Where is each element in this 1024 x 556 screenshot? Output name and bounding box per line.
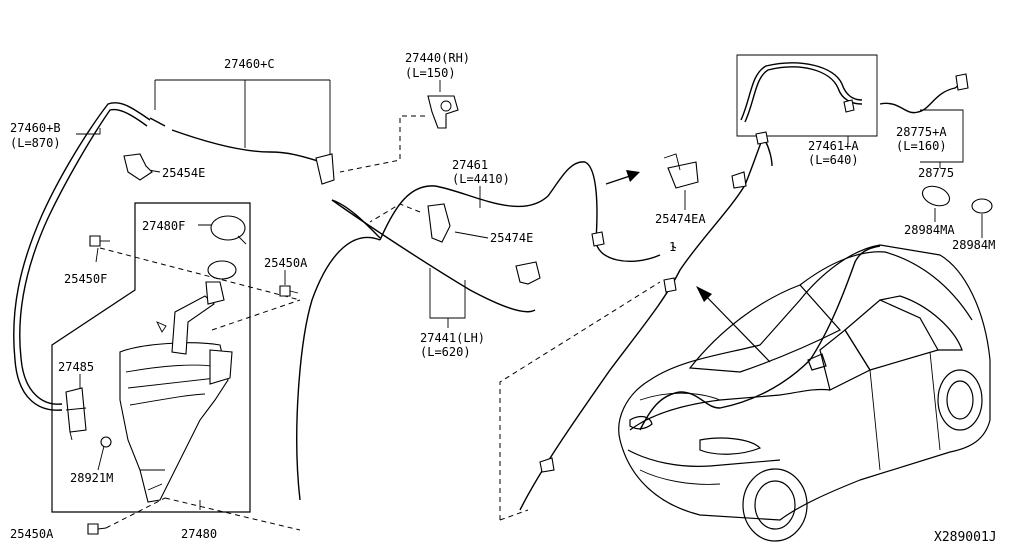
label-27441-length: (L=620) (420, 345, 471, 359)
label-27460b-length: (L=870) (10, 136, 61, 150)
filler-cap (210, 215, 247, 245)
label-28775a: 28775+A (896, 125, 947, 139)
label-27460c: 27460+C (224, 57, 275, 71)
label-28921m: 28921M (70, 471, 114, 485)
tank-group-box (51, 202, 251, 513)
washer-hoses (13, 62, 964, 511)
hose-clip-25474ea (663, 153, 699, 189)
label-25450a-top: 25450A (264, 256, 308, 270)
callout-1: 1 (669, 240, 677, 254)
grommet (100, 436, 112, 448)
leader-lines (76, 54, 983, 510)
label-27485: 27485 (58, 360, 95, 374)
dashed-guides (99, 115, 677, 531)
diagram-id: X289001J (934, 530, 997, 545)
label-25450a-bottom: 25450A (10, 527, 54, 541)
label-25450f: 25450F (64, 272, 108, 286)
hose-clip-25474e (427, 203, 451, 243)
label-27441: 27441(LH) (420, 331, 486, 345)
bolts (87, 235, 299, 535)
nozzle-lh (515, 261, 541, 285)
label-25474ea: 25474EA (655, 212, 706, 226)
nozzle-rh (427, 95, 459, 129)
label-28984ma: 28984MA (904, 223, 955, 237)
washer-pump (65, 387, 87, 441)
label-27480f: 27480F (142, 219, 186, 233)
label-27461: 27461 (452, 158, 489, 172)
strainer-cap (207, 260, 237, 280)
label-25454e: 25454E (162, 166, 206, 180)
label-25474e: 25474E (490, 231, 534, 245)
label-27461a-length: (L=640) (808, 153, 859, 167)
label-27440: 27440(RH) (405, 51, 471, 65)
label-28775: 28775 (918, 166, 955, 180)
vehicle-outline (618, 244, 991, 542)
label-27440-length: (L=150) (405, 66, 456, 80)
pointer-arrowhead (626, 170, 640, 182)
check-valve (315, 153, 335, 185)
hose-clip (123, 153, 153, 181)
washer-tank (119, 281, 233, 503)
pointer-arrow (605, 175, 631, 185)
label-27460b: 27460+B (10, 121, 61, 135)
rear-nozzle-caps (921, 185, 993, 214)
label-27480: 27480 (181, 527, 218, 541)
label-28984m: 28984M (952, 238, 996, 252)
label-28775a-length: (L=160) (896, 139, 947, 153)
small-clips (539, 73, 969, 473)
label-27461a: 27461+A (808, 139, 859, 153)
label-27461-length: (L=4410) (452, 172, 510, 186)
